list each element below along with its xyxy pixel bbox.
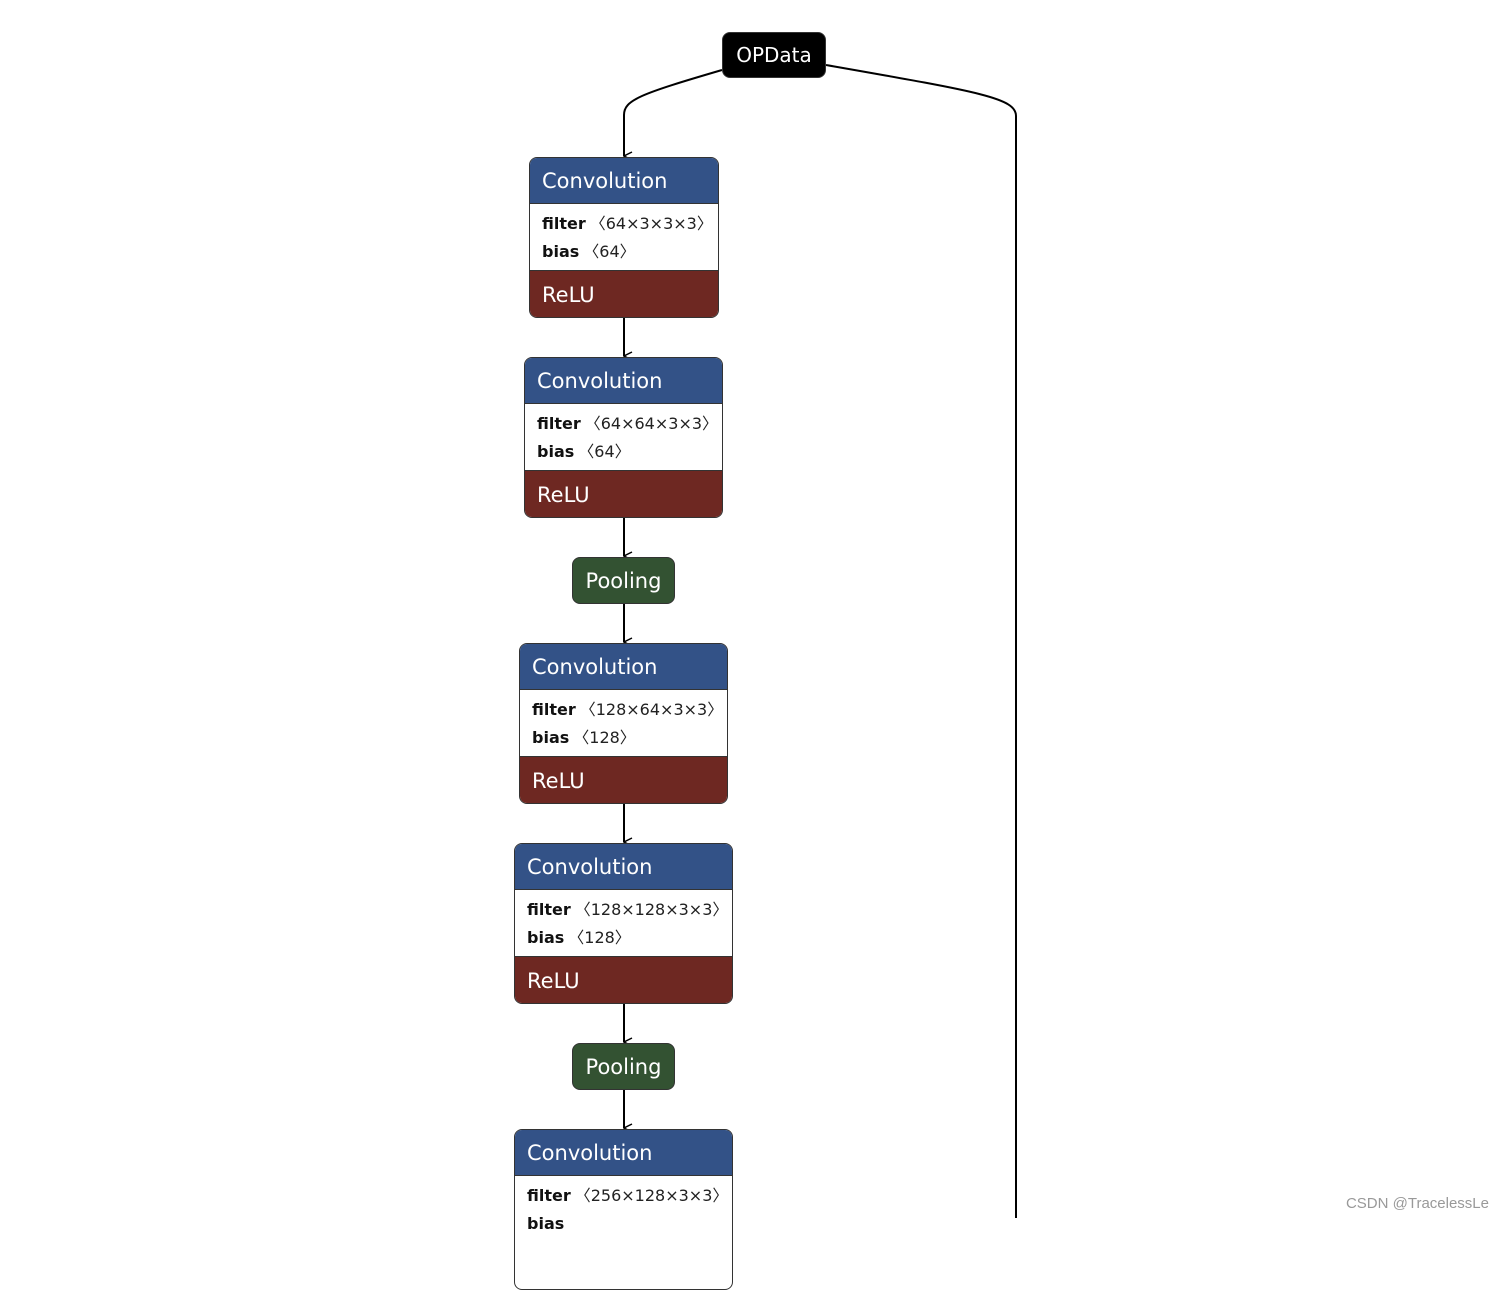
attr-key: filter [527,1186,571,1205]
convolution-node-attributes: filter〈128×64×3×3〉 bias〈128〉 [520,690,727,756]
pooling-node-1[interactable]: Pooling [572,557,675,604]
edge-input-to-conv1 [623,69,723,156]
attr-value: 〈128×128×3×3〉 [574,900,729,919]
convolution-node-title: Convolution [515,1130,732,1176]
attr-filter: filter〈128×64×3×3〉 [532,696,723,724]
pooling-node-label: Pooling [585,568,662,593]
convolution-node-1[interactable]: Convolution filter〈64×3×3×3〉 bias〈64〉 Re… [529,157,719,318]
attr-key: bias [537,442,575,461]
convolution-node-3[interactable]: Convolution filter〈128×64×3×3〉 bias〈128〉… [519,643,728,804]
attr-key: filter [532,700,576,719]
watermark: CSDN @TracelessLe [1345,1195,1489,1212]
attr-bias: bias〈64〉 [542,238,706,266]
convolution-node-attributes: filter〈64×3×3×3〉 bias〈64〉 [530,204,718,270]
attr-value: 〈128×64×3×3〉 [579,700,724,719]
relu-activation[interactable]: ReLU [530,270,718,317]
attr-key: filter [542,214,586,233]
attr-key: filter [537,414,581,433]
convolution-node-title: Convolution [520,644,727,690]
attr-bias: bias〈128〉 [527,924,720,952]
convolution-node-5[interactable]: Convolution filter〈256×128×3×3〉 bias [514,1129,733,1290]
attr-key: filter [527,900,571,919]
attr-value: 〈64×3×3×3〉 [589,214,713,233]
edge-input-to-branch [825,64,1017,1218]
convolution-node-title: Convolution [525,358,722,404]
attr-key: bias [527,928,565,947]
relu-activation[interactable]: ReLU [525,470,722,517]
attr-filter: filter〈128×128×3×3〉 [527,896,728,924]
convolution-node-title: Convolution [515,844,732,890]
convolution-node-attributes: filter〈64×64×3×3〉 bias〈64〉 [525,404,722,470]
attr-key: bias [542,242,580,261]
pooling-node-2[interactable]: Pooling [572,1043,675,1090]
attr-value: 〈64×64×3×3〉 [584,414,719,433]
attr-value: 〈256×128×3×3〉 [574,1186,729,1205]
convolution-node-attributes: filter〈256×128×3×3〉 bias [515,1176,732,1242]
convolution-node-attributes: filter〈128×128×3×3〉 bias〈128〉 [515,890,732,956]
attr-value: 〈64〉 [583,242,636,261]
attr-bias: bias [527,1210,720,1238]
attr-bias: bias〈128〉 [532,724,715,752]
attr-value: 〈64〉 [578,442,631,461]
graph-edges [623,64,1017,1218]
input-node-label: OPData [736,43,812,67]
attr-bias: bias〈64〉 [537,438,710,466]
attr-filter: filter〈64×3×3×3〉 [542,210,713,238]
attr-key: bias [532,728,570,747]
attr-filter: filter〈64×64×3×3〉 [537,410,718,438]
input-node-opdata[interactable]: OPData [722,32,826,78]
attr-value: 〈128〉 [568,928,631,947]
relu-activation[interactable]: ReLU [520,756,727,803]
convolution-node-title: Convolution [530,158,718,204]
pooling-node-label: Pooling [585,1054,662,1079]
attr-filter: filter〈256×128×3×3〉 [527,1182,728,1210]
convolution-node-4[interactable]: Convolution filter〈128×128×3×3〉 bias〈128… [514,843,733,1004]
relu-activation[interactable]: ReLU [515,956,732,1003]
convolution-node-2[interactable]: Convolution filter〈64×64×3×3〉 bias〈64〉 R… [524,357,723,518]
attr-key: bias [527,1214,565,1233]
attr-value: 〈128〉 [573,728,636,747]
